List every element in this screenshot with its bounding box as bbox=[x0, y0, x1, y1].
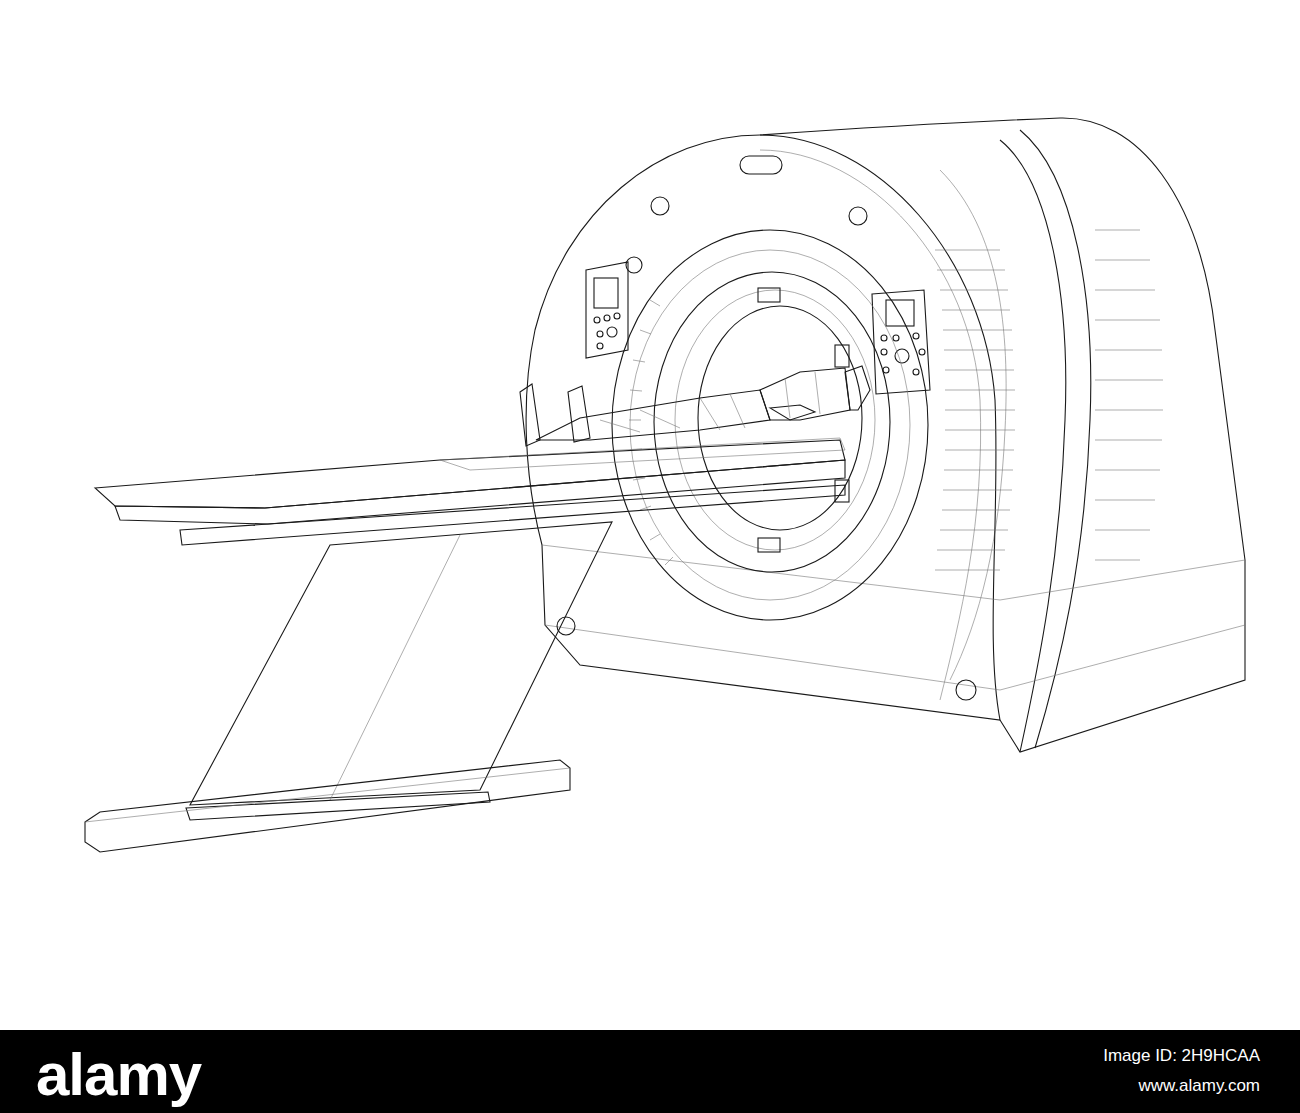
bore-ring bbox=[654, 272, 890, 572]
control-panel bbox=[586, 262, 628, 358]
top-slot bbox=[740, 156, 782, 174]
coil-lines bbox=[935, 250, 1015, 570]
bore-ring bbox=[630, 250, 910, 600]
patient-arm bbox=[770, 405, 815, 420]
bore-ring bbox=[675, 290, 875, 550]
bore-clamp bbox=[758, 538, 780, 552]
screw bbox=[557, 617, 575, 635]
support-edge bbox=[330, 535, 460, 800]
table-support bbox=[190, 522, 612, 805]
bore-clamp bbox=[758, 288, 780, 302]
patient-foot bbox=[568, 386, 590, 442]
table-rail bbox=[180, 485, 845, 545]
panel-button bbox=[604, 315, 610, 321]
panel-button bbox=[594, 317, 600, 323]
watermark-logo: alamy bbox=[36, 1042, 201, 1108]
bore-ring bbox=[612, 230, 928, 620]
housing-back-ring bbox=[1020, 130, 1091, 748]
table-base bbox=[85, 760, 570, 852]
patient-foot bbox=[520, 384, 540, 446]
watermark-id: Image ID: 2H9HCAA bbox=[1103, 1047, 1260, 1066]
patient-mesh bbox=[600, 372, 820, 432]
housing-edge bbox=[1000, 560, 1245, 600]
scanner-illustration bbox=[0, 0, 1300, 1030]
housing-top-edge bbox=[760, 118, 1215, 330]
coil-lines bbox=[1095, 230, 1163, 560]
panel-button bbox=[883, 367, 889, 373]
patient-legs bbox=[536, 390, 770, 440]
panel-button bbox=[913, 333, 919, 339]
panel-screen bbox=[594, 278, 618, 308]
panel-button bbox=[919, 349, 925, 355]
table-pad bbox=[440, 438, 845, 470]
coil-teeth bbox=[629, 300, 673, 565]
screw bbox=[651, 197, 669, 215]
screw bbox=[956, 680, 976, 700]
housing-back-ring bbox=[1000, 140, 1066, 752]
housing-base-line bbox=[545, 625, 1245, 690]
screw bbox=[849, 207, 867, 225]
bore-clamp bbox=[835, 480, 849, 502]
bore-ring bbox=[698, 306, 862, 530]
panel-button bbox=[597, 331, 603, 337]
panel-button bbox=[893, 335, 899, 341]
base-edge bbox=[85, 768, 570, 822]
patient-head bbox=[845, 366, 870, 410]
patient-torso bbox=[760, 368, 850, 420]
panel-button bbox=[607, 327, 617, 337]
watermark-url: www.alamy.com bbox=[1138, 1077, 1260, 1096]
table-top bbox=[95, 440, 845, 508]
panel-button bbox=[913, 369, 919, 375]
control-panel bbox=[872, 290, 930, 394]
panel-button bbox=[881, 349, 887, 355]
housing-right-face bbox=[1000, 330, 1245, 752]
support-foot bbox=[186, 792, 490, 820]
bore-clamp bbox=[835, 345, 849, 367]
panel-button bbox=[881, 335, 887, 341]
panel-button bbox=[597, 343, 603, 349]
panel-button bbox=[614, 313, 620, 319]
